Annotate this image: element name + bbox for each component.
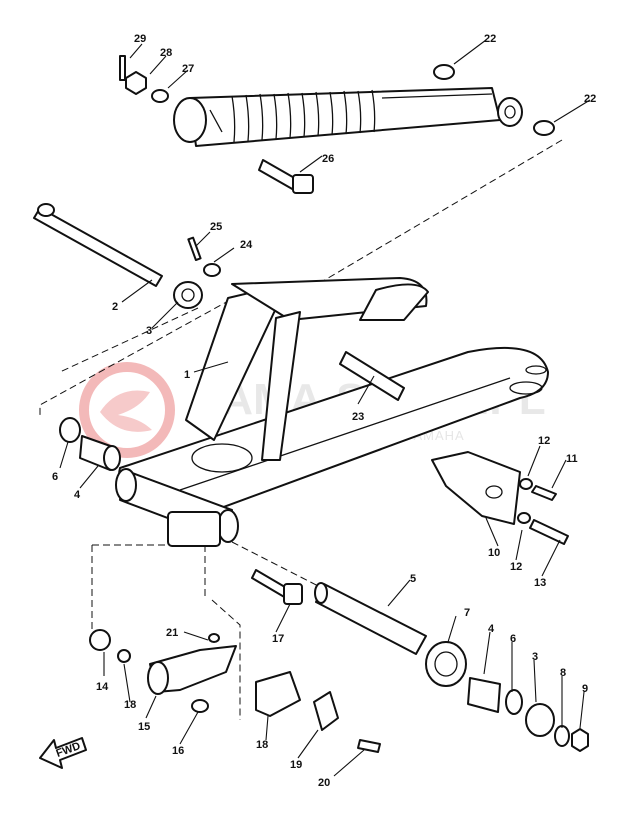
callout-17: 17	[272, 633, 284, 645]
callout-21: 21	[166, 627, 178, 639]
callout-6-left: 6	[52, 471, 58, 483]
spacer-collar-5	[314, 582, 427, 655]
callout-28: 28	[160, 47, 172, 59]
callout-26: 26	[322, 153, 334, 165]
callout-25: 25	[210, 221, 222, 233]
callout-10: 10	[488, 547, 500, 559]
callout-9: 9	[582, 683, 588, 695]
callout-4-right: 4	[488, 623, 495, 635]
callout-numbers: 29 28 27 22 22 26 25 24 2 3 1 23 6 4 12 …	[52, 33, 596, 789]
callout-24: 24	[240, 239, 253, 251]
shock-upper-washers	[433, 64, 555, 136]
callout-19: 19	[290, 759, 302, 771]
callout-5: 5	[410, 573, 416, 585]
callout-29: 29	[134, 33, 146, 45]
bushing-4-washer-6-left	[59, 417, 121, 471]
callout-3-right: 3	[532, 651, 538, 663]
callout-13: 13	[534, 577, 546, 589]
callout-20: 20	[318, 777, 330, 789]
callout-6-right: 6	[510, 633, 516, 645]
chain-guard-bracket	[431, 451, 569, 545]
callout-8: 8	[560, 667, 566, 679]
brake-arm-assembly	[89, 629, 381, 753]
callout-12-bottom: 12	[510, 561, 522, 573]
bushing-3	[173, 281, 203, 309]
watermark-logo	[79, 362, 175, 458]
pivot-bolt-17	[251, 569, 303, 605]
callout-22-right: 22	[584, 93, 596, 105]
callout-18-right: 18	[256, 739, 268, 751]
shock-nut-washer	[119, 55, 169, 103]
callout-23: 23	[352, 411, 364, 423]
callout-27: 27	[182, 63, 194, 75]
rear-shock-absorber	[173, 87, 523, 147]
callout-11: 11	[566, 453, 578, 465]
callout-2: 2	[112, 301, 118, 313]
pin-25-washer-24	[187, 236, 221, 277]
swingarm	[115, 277, 549, 547]
callout-12-top: 12	[538, 435, 550, 447]
callout-18-left: 18	[124, 699, 136, 711]
bearing-stack-right	[425, 641, 589, 752]
shock-bolt	[258, 159, 314, 194]
callout-1: 1	[184, 369, 190, 381]
callout-4-left: 4	[74, 489, 81, 501]
callout-15: 15	[138, 721, 150, 733]
pivot-shaft	[33, 203, 163, 287]
callout-14: 14	[96, 681, 109, 693]
leader-lines	[59, 39, 591, 777]
callout-16: 16	[172, 745, 184, 757]
fwd-arrow-icon: FWD	[39, 737, 87, 769]
callout-3-top: 3	[146, 325, 152, 337]
callout-7: 7	[464, 607, 470, 619]
callout-22-top: 22	[484, 33, 496, 45]
